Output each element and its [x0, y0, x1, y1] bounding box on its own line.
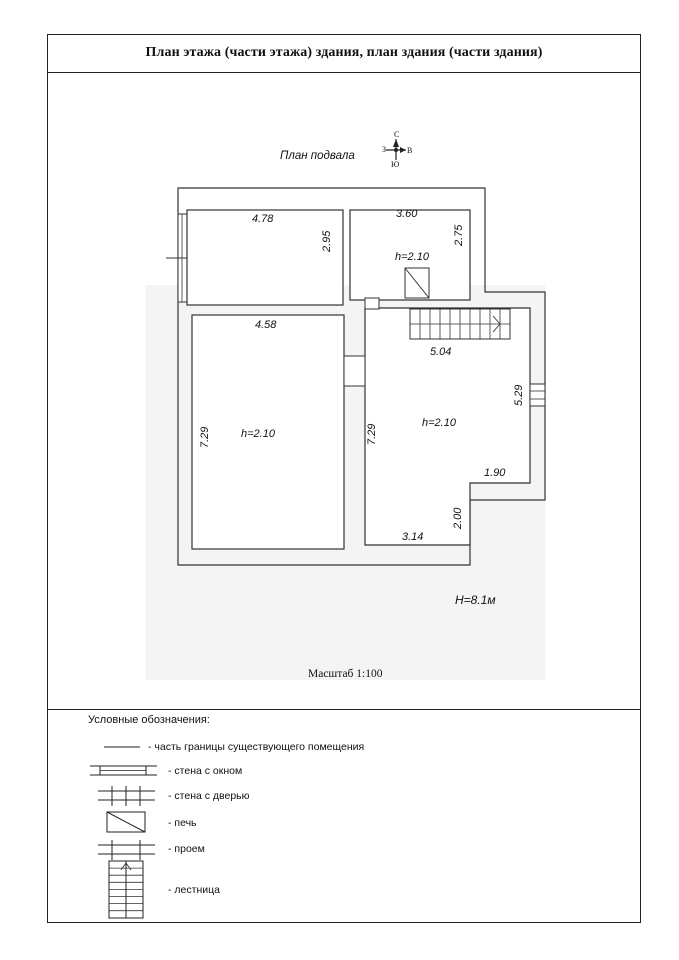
- legend-opening-symbol: [98, 840, 155, 860]
- legend-door-wall-label: - стена с дверью: [168, 790, 250, 802]
- room-top-right-width: 3.60: [396, 208, 418, 220]
- legend-opening-label: - проем: [168, 843, 205, 855]
- stair-tread: [120, 862, 127, 871]
- room-right-step-dim: 1.90: [484, 467, 506, 479]
- compass-east-label: В: [407, 146, 413, 155]
- room-left-large: [191, 314, 345, 550]
- legend-stove-symbol: [106, 811, 146, 833]
- opening-between-rooms: [343, 355, 366, 387]
- room-right-large-height: h=2.10: [422, 417, 456, 429]
- wall-pillar: [364, 297, 380, 310]
- scale-label: Масштаб 1:100: [308, 668, 383, 680]
- compass-south-label: Ю: [391, 160, 400, 169]
- stairs-symbol: [409, 308, 511, 340]
- stair-length-label: 5.04: [430, 346, 452, 358]
- legend-window-wall-label: - стена с окном: [168, 765, 243, 777]
- legend-heading: Условные обозначения:: [88, 714, 210, 726]
- compass-rose: [386, 139, 406, 160]
- drawing-frame: [47, 34, 641, 923]
- window-right-wall: [529, 383, 546, 407]
- room-left-large-width: 4.58: [255, 319, 277, 331]
- stair-tread: [125, 862, 132, 871]
- legend-door-wall-symbol: [98, 786, 155, 806]
- legend-stove-label: - печь: [168, 817, 197, 829]
- plan-caption: План подвала: [280, 150, 355, 162]
- stove-symbol: [404, 267, 430, 299]
- stair-tread: [492, 323, 501, 333]
- building-height-label: H=8.1м: [455, 593, 496, 607]
- legend-boundary-label: - часть границы существующего помещения: [148, 741, 365, 753]
- legend-window-wall-symbol: [90, 765, 157, 776]
- compass-west-label: З: [382, 145, 387, 154]
- room-right-large: [364, 307, 531, 546]
- outer-wall: [177, 187, 546, 566]
- page-title: План этажа (части этажа) здания, план зд…: [145, 45, 543, 60]
- compass-north-label: С: [394, 130, 400, 139]
- title-block: План этажа (части этажа) здания, план зд…: [47, 34, 641, 73]
- room-top-left-width: 4.78: [252, 213, 274, 225]
- stair-tread: [492, 315, 501, 325]
- room-left-large-height: h=2.10: [241, 428, 275, 440]
- room-top-left: [186, 209, 344, 306]
- room-top-right-height: h=2.10: [395, 251, 429, 263]
- room-right-bottom-dim: 3.14: [402, 531, 424, 543]
- legend-stairs-symbol: [108, 860, 144, 919]
- legend-stairs-label: - лестница: [168, 884, 220, 896]
- legend-divider: [47, 709, 641, 710]
